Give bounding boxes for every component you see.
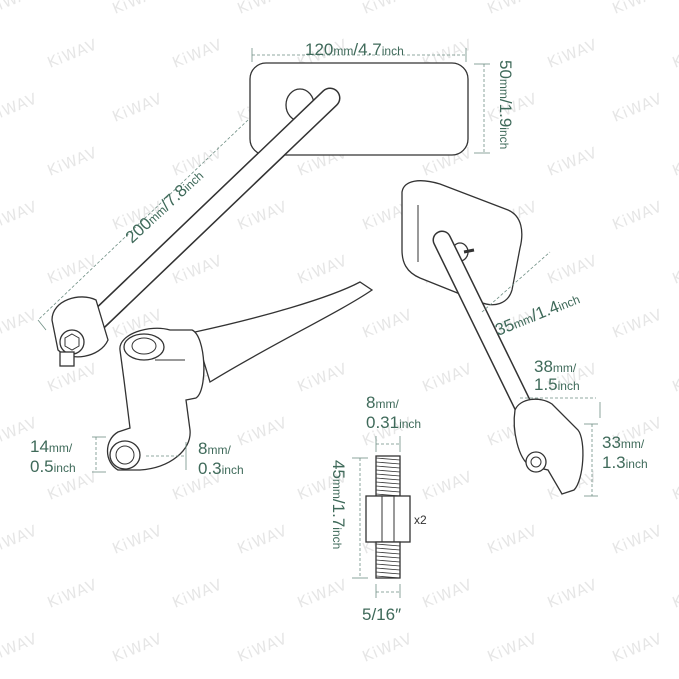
svg-text:0.3inch: 0.3inch [198,459,244,478]
dim-joint-height: 33mm/ [602,433,645,452]
dim-mirror-height: 50mm/1.9inch [496,60,515,149]
thread-line [375,571,401,575]
dim-mirror-width: 120mm/4.7inch [305,40,404,59]
dim-joint-width: 38mm/ [534,357,577,376]
watermark-text: KiWAV [545,575,600,611]
thread-line [375,493,401,497]
mount-bracket [106,281,374,471]
svg-text:1.3inch: 1.3inch [602,453,648,472]
watermark-text: KiWAV [235,197,290,233]
bracket-body [106,327,205,471]
watermark-text: KiWAV [360,629,415,665]
dim-bolt-length: 45mm/1.7inch [329,460,348,549]
thread-line [375,551,401,555]
watermark-text: KiWAV [45,143,100,179]
watermark-text: KiWAV [485,521,540,557]
watermark-text: KiWAV [110,0,165,18]
watermark-text: KiWAV [610,89,665,125]
watermark-text: KiWAV [110,89,165,125]
thread-line [375,567,401,571]
svg-text:1.5inch: 1.5inch [534,375,580,394]
bolt-threads [375,457,401,579]
watermark-text: KiWAV [420,467,475,503]
watermark-text: KiWAV [170,575,225,611]
watermark-text: KiWAV [670,251,679,287]
watermark-text: KiWAV [545,35,600,71]
watermark-text: KiWAV [610,0,665,18]
mirror-front-view [51,62,469,367]
bolt-hex-nut [365,495,411,543]
thread-line [375,555,401,559]
watermark-text: KiWAV [485,0,540,18]
arm-tapered [194,281,374,383]
thread-line [375,575,401,579]
watermark-text: KiWAV [45,575,100,611]
bolt-quantity: x2 [414,513,427,527]
watermark-text: KiWAV [610,521,665,557]
mirror-side-view [401,180,584,495]
thread-line [375,543,401,547]
watermark-text: KiWAV [170,35,225,71]
watermark-text: KiWAV [420,359,475,395]
watermark-text: KiWAV [485,629,540,665]
thread-line [375,547,401,551]
watermark-text: KiWAV [0,197,40,233]
dim-bolt-thread: 5/16″ [362,605,401,624]
thread-line [375,469,401,473]
watermark-text: KiWAV [420,575,475,611]
watermark-text: KiWAV [0,521,40,557]
thread-line [375,481,401,485]
watermark-text: KiWAV [45,251,100,287]
watermark-text: KiWAV [360,0,415,18]
watermark-text: KiWAV [0,89,40,125]
watermark-text: KiWAV [295,575,350,611]
svg-text:0.31inch: 0.31inch [366,413,421,432]
watermark-text: KiWAV [610,629,665,665]
dim-mount-thickness: 8mm/ [198,439,231,458]
watermark-text: KiWAV [610,305,665,341]
thread-line [375,563,401,567]
thread-line [375,457,401,461]
watermark-text: KiWAV [235,0,290,18]
watermark-text: KiWAV [670,467,679,503]
watermark-text: KiWAV [670,143,679,179]
thread-line [375,465,401,469]
watermark-text: KiWAV [545,251,600,287]
watermark-text: KiWAV [0,305,40,341]
thread-line [375,489,401,493]
watermark-text: KiWAV [0,0,40,18]
thread-line [375,473,401,477]
watermark-text: KiWAV [235,413,290,449]
watermark-text: KiWAV [670,359,679,395]
hex-bolt-icon [64,333,80,351]
svg-text:0.5inch: 0.5inch [30,457,76,476]
watermark-text: KiWAV [545,143,600,179]
watermark-text: KiWAV [235,521,290,557]
watermark-text: KiWAV [110,629,165,665]
watermark-text: KiWAV [0,629,40,665]
watermark-text: KiWAV [670,575,679,611]
thread-line [375,559,401,563]
bolt-drawing [365,455,411,579]
thread-line [375,485,401,489]
dim-mount-height: 14mm/ [30,437,73,456]
thread-line [375,461,401,465]
dim-bolt-hex: 8mm/ [366,393,399,412]
thread-line [375,477,401,481]
watermark-text: KiWAV [110,521,165,557]
watermark-text: KiWAV [610,197,665,233]
watermark-text: KiWAV [295,359,350,395]
watermark-text: KiWAV [45,35,100,71]
watermark-text: KiWAV [360,305,415,341]
watermark-text: KiWAV [295,251,350,287]
joint-side [513,398,584,495]
watermark-text: KiWAV [235,629,290,665]
watermark-text: KiWAV [670,35,679,71]
